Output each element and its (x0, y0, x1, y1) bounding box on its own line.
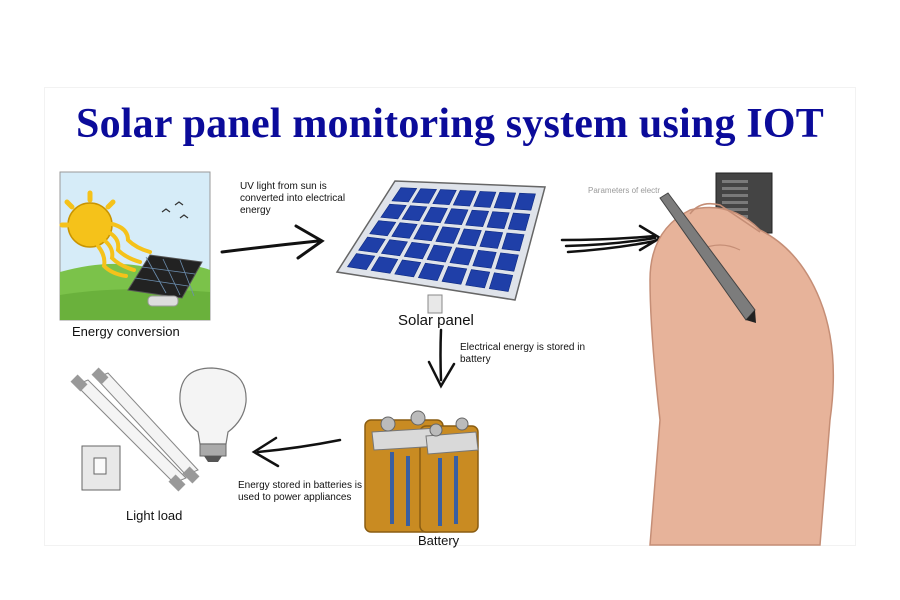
solar-panel-label: Solar panel (398, 312, 474, 329)
solar-cell (465, 209, 490, 227)
solar-cell (465, 269, 491, 289)
battery-storage-caption: Electrical energy is stored in battery (460, 342, 586, 365)
solar-panel-icon (335, 180, 546, 314)
light-load-label: Light load (126, 508, 183, 523)
solar-cell (391, 187, 418, 203)
solar-cell (486, 211, 510, 229)
solar-cell (472, 249, 497, 269)
bulb-icon (179, 367, 247, 462)
arrow-to-battery (427, 328, 456, 389)
solar-cell (457, 228, 482, 247)
arrow-to-monitoring (560, 224, 663, 254)
solar-cell (444, 208, 469, 226)
uv-light-caption: UV light from sun is converted into elec… (240, 181, 346, 216)
energy-conversion-illustration (59, 171, 211, 321)
solar-cell (417, 262, 445, 281)
arrow-to-solar-panel (220, 224, 325, 260)
solar-cell (435, 226, 461, 244)
birds (161, 201, 189, 219)
tube-light-icon (70, 367, 200, 492)
solar-cell (501, 232, 525, 252)
solar-cell (391, 222, 418, 239)
hand-with-pen (649, 192, 835, 546)
solar-cell (380, 203, 407, 220)
solar-cell (413, 224, 439, 242)
solar-cell (369, 220, 397, 237)
power-appliances-caption: Energy stored in batteries is used to po… (238, 480, 362, 503)
solar-cell (507, 212, 531, 231)
solar-cell (411, 188, 437, 204)
energy-conversion-label: Energy conversion (72, 324, 180, 339)
solar-cell (493, 191, 517, 210)
solar-cell (426, 244, 453, 263)
solar-cell (473, 191, 497, 208)
solar-cell (422, 206, 448, 224)
solar-cell (432, 189, 457, 206)
battery-label: Battery (418, 533, 460, 548)
switch-icon (81, 445, 121, 491)
battery-icon (364, 410, 479, 533)
solar-cell (346, 253, 376, 270)
solar-cell (401, 205, 428, 222)
solar-cell (479, 230, 504, 249)
solar-cell (488, 272, 514, 292)
arrow-to-load (251, 436, 342, 468)
solar-cell (452, 190, 477, 207)
solar-cell (449, 247, 475, 266)
parameters-handwriting: Parameters of electr (588, 186, 661, 195)
solar-cell (441, 266, 468, 285)
solar-cell (380, 239, 408, 257)
solar-cell (403, 242, 431, 260)
solar-cell (358, 236, 386, 254)
sun-icon (59, 190, 152, 278)
solar-cell (370, 256, 399, 274)
solar-cell (495, 252, 519, 272)
solar-cell (514, 192, 536, 211)
small-solar-panel-icon (127, 254, 203, 307)
solar-cell (394, 259, 422, 278)
page-title: Solar panel monitoring system using IOT (76, 101, 824, 147)
